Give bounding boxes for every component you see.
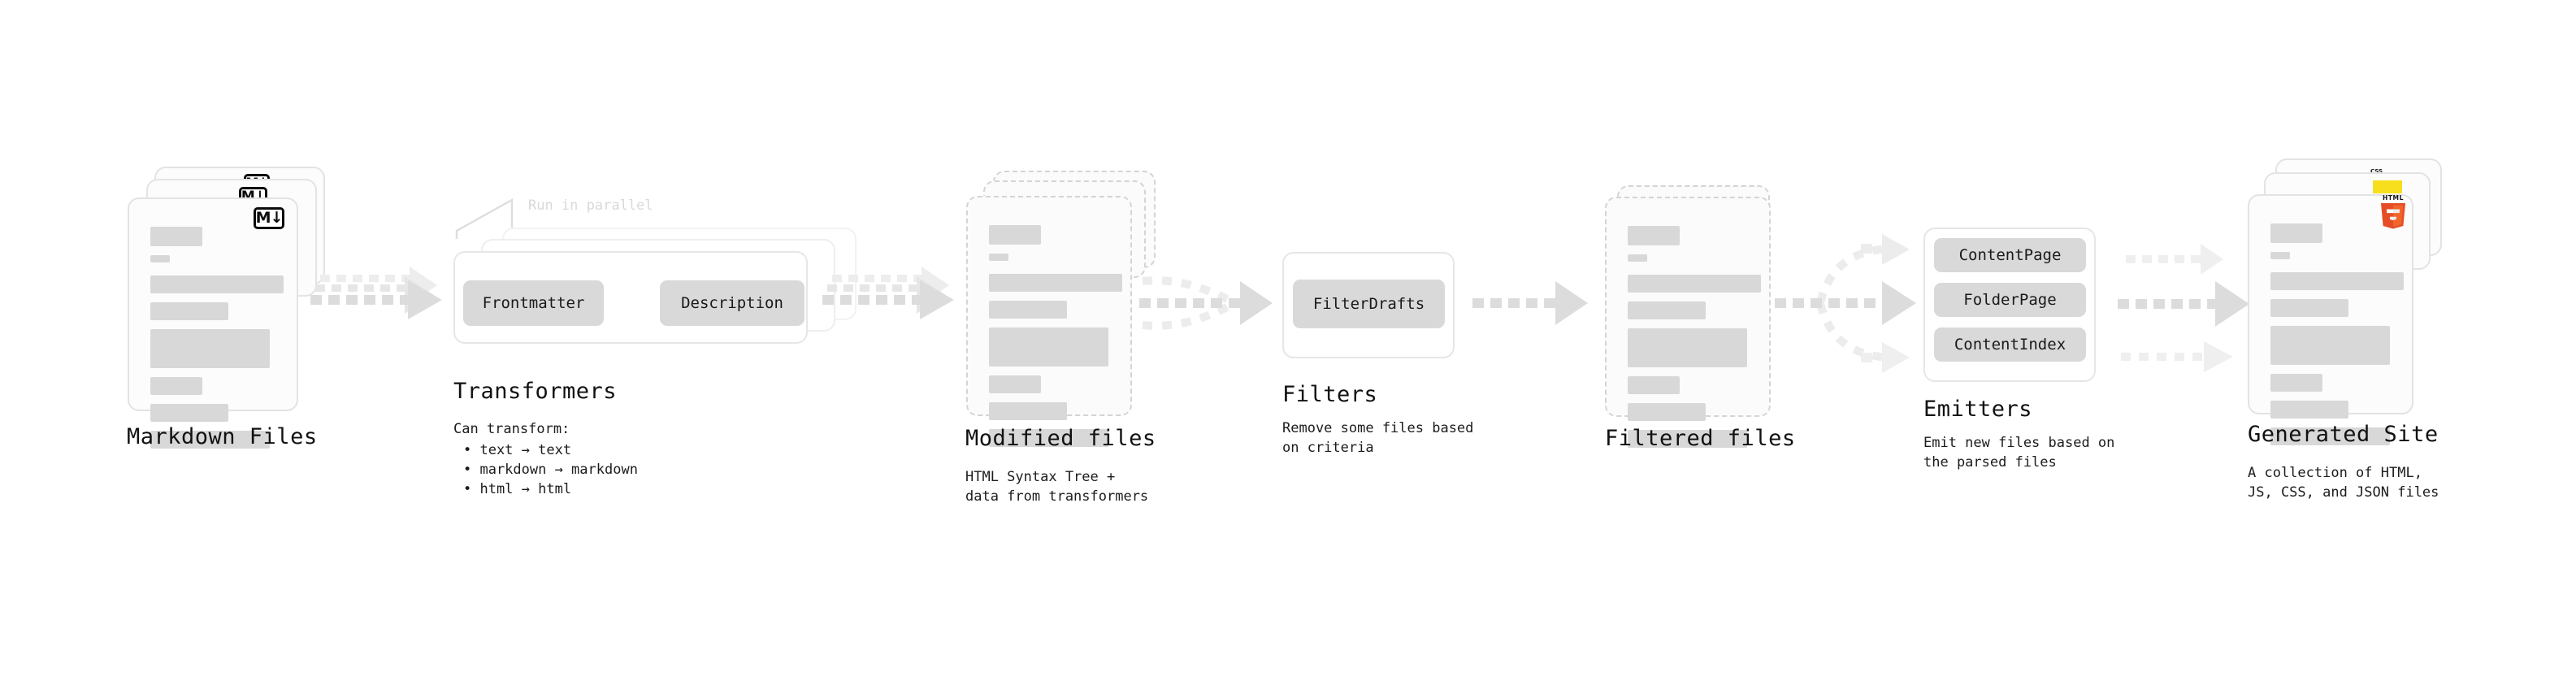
transformers-bullets: • text → text • markdown → markdown • ht… xyxy=(463,442,638,498)
transformer-chip-frontmatter[interactable]: Frontmatter xyxy=(463,280,604,326)
stage-title-filtered-files: Filtered files xyxy=(1605,426,1796,451)
stage-title-transformers: Transformers xyxy=(453,379,618,404)
site-file-content xyxy=(2270,223,2404,454)
html5-icon: HTML xyxy=(2381,194,2405,229)
stage-title-generated-site: Generated Site xyxy=(2248,422,2439,447)
transformers-subtitle: Can transform: xyxy=(453,421,570,437)
site-file-sheet-html xyxy=(2248,194,2413,445)
emitter-chip-contentindex[interactable]: ContentIndex xyxy=(1934,327,2086,362)
modified-file-sheet-front xyxy=(966,196,1132,447)
transformer-chip-description[interactable]: Description xyxy=(660,280,804,326)
run-in-parallel-bracket xyxy=(455,197,514,239)
emitters-subtitle: Emit new files based on the parsed files xyxy=(1923,435,2115,471)
generated-site-subtitle: A collection of HTML, JS, CSS, and JSON … xyxy=(2248,465,2439,501)
filtered-file-content xyxy=(1628,226,1761,457)
arrow-group-emitters-to-site xyxy=(2118,244,2249,372)
arrow-group-markdown-to-transformers xyxy=(310,267,442,319)
markdown-icon: M↓ xyxy=(254,207,284,229)
modified-files-subtitle: HTML Syntax Tree + data from transformer… xyxy=(965,469,1149,505)
arrow-group-filtered-to-emitters xyxy=(1775,234,1916,373)
stage-title-markdown-files: Markdown Files xyxy=(127,424,318,449)
arrow-group-modified-to-filters xyxy=(1139,276,1273,330)
filtered-file-sheet-front xyxy=(1605,197,1771,448)
arrow-filters-to-filtered xyxy=(1472,281,1588,325)
svg-text:HTML: HTML xyxy=(2383,194,2404,202)
js-icon xyxy=(2373,180,2402,193)
filter-chip-filterdrafts[interactable]: FilterDrafts xyxy=(1293,280,1445,328)
emitter-chip-contentpage[interactable]: ContentPage xyxy=(1934,238,2086,272)
stage-title-filters: Filters xyxy=(1282,382,1378,407)
css-icon-label: CSS xyxy=(2370,168,2383,175)
stage-title-emitters: Emitters xyxy=(1923,397,2033,422)
run-in-parallel-label: Run in parallel xyxy=(528,197,653,214)
stage-title-modified-files: Modified files xyxy=(965,426,1156,451)
modified-file-content xyxy=(989,225,1122,456)
markdown-file-sheet-front xyxy=(128,197,298,449)
arrow-group-transformers-to-modified xyxy=(822,267,954,319)
markdown-file-content xyxy=(150,227,284,458)
emitter-chip-folderpage[interactable]: FolderPage xyxy=(1934,283,2086,317)
filters-subtitle: Remove some files based on criteria xyxy=(1282,420,1474,457)
